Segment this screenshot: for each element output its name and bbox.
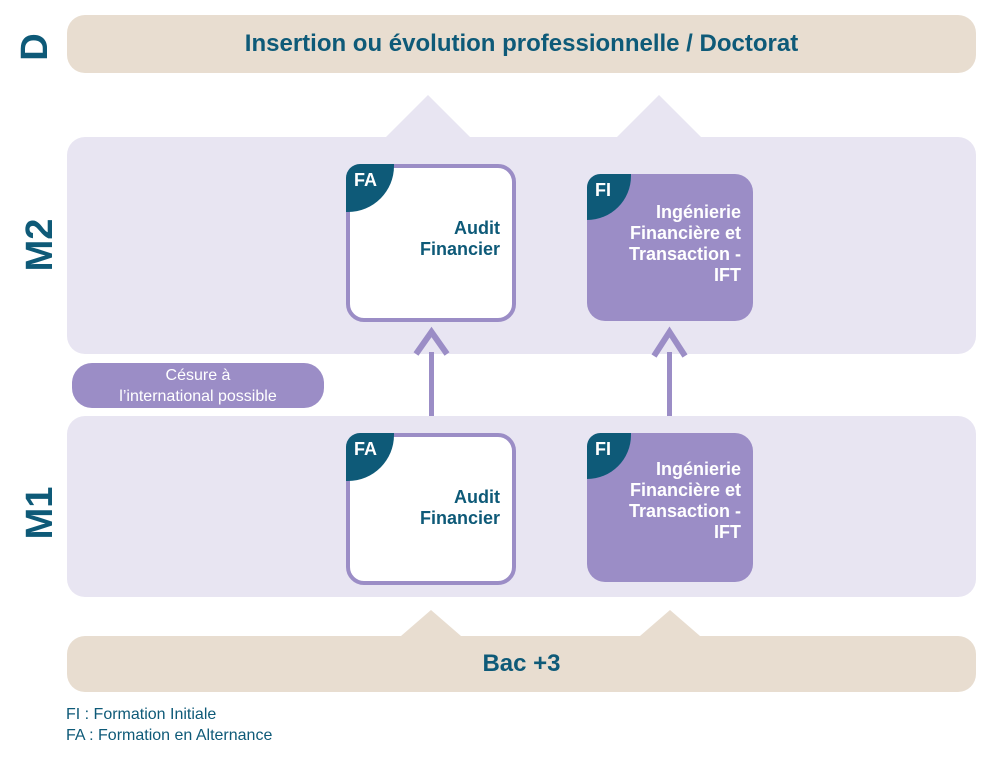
career-outcome-band: Insertion ou évolution professionnelle /… [67, 15, 976, 73]
bac-plus-3-title: Bac +3 [482, 650, 561, 677]
m1-band [67, 416, 976, 597]
fi-badge: FI [587, 174, 631, 220]
bac-plus-3-band: Bac +3 [67, 636, 976, 692]
up-triangle-bac-left [401, 610, 461, 636]
legend: FI : Formation Initiale FA : Formation e… [66, 704, 272, 746]
m2-card-ingenierie-financiere: FI Ingénierie Financière et Transaction … [587, 174, 753, 321]
cesure-international-pill: Césure à l’international possible [72, 363, 324, 408]
m2-card-audit-financier: FA Audit Financier [346, 164, 516, 322]
level-label-m1: M1 [19, 486, 61, 540]
m1-card-ingenierie-financiere: FI Ingénierie Financière et Transaction … [587, 433, 753, 582]
up-triangle-left [386, 95, 470, 137]
level-label-d: D [14, 33, 56, 61]
fi-badge: FI [587, 433, 631, 479]
fa-badge: FA [346, 164, 394, 212]
career-outcome-title: Insertion ou évolution professionnelle /… [244, 30, 799, 57]
card-label: Ingénierie Financière et Transaction - I… [628, 459, 741, 542]
arrow-audit-up [413, 326, 450, 436]
card-label: Audit Financier [419, 218, 500, 259]
up-triangle-right [617, 95, 701, 137]
card-label: Audit Financier [419, 487, 500, 528]
fa-badge: FA [346, 433, 394, 481]
m1-card-audit-financier: FA Audit Financier [346, 433, 516, 585]
m2-band [67, 137, 976, 354]
level-label-m2: M2 [19, 218, 61, 272]
legend-fi: FI : Formation Initiale [66, 706, 217, 723]
legend-fa: FA : Formation en Alternance [66, 727, 273, 744]
arrow-ift-up [651, 326, 688, 436]
card-label: Ingénierie Financière et Transaction - I… [628, 202, 741, 285]
up-triangle-bac-right [640, 610, 700, 636]
